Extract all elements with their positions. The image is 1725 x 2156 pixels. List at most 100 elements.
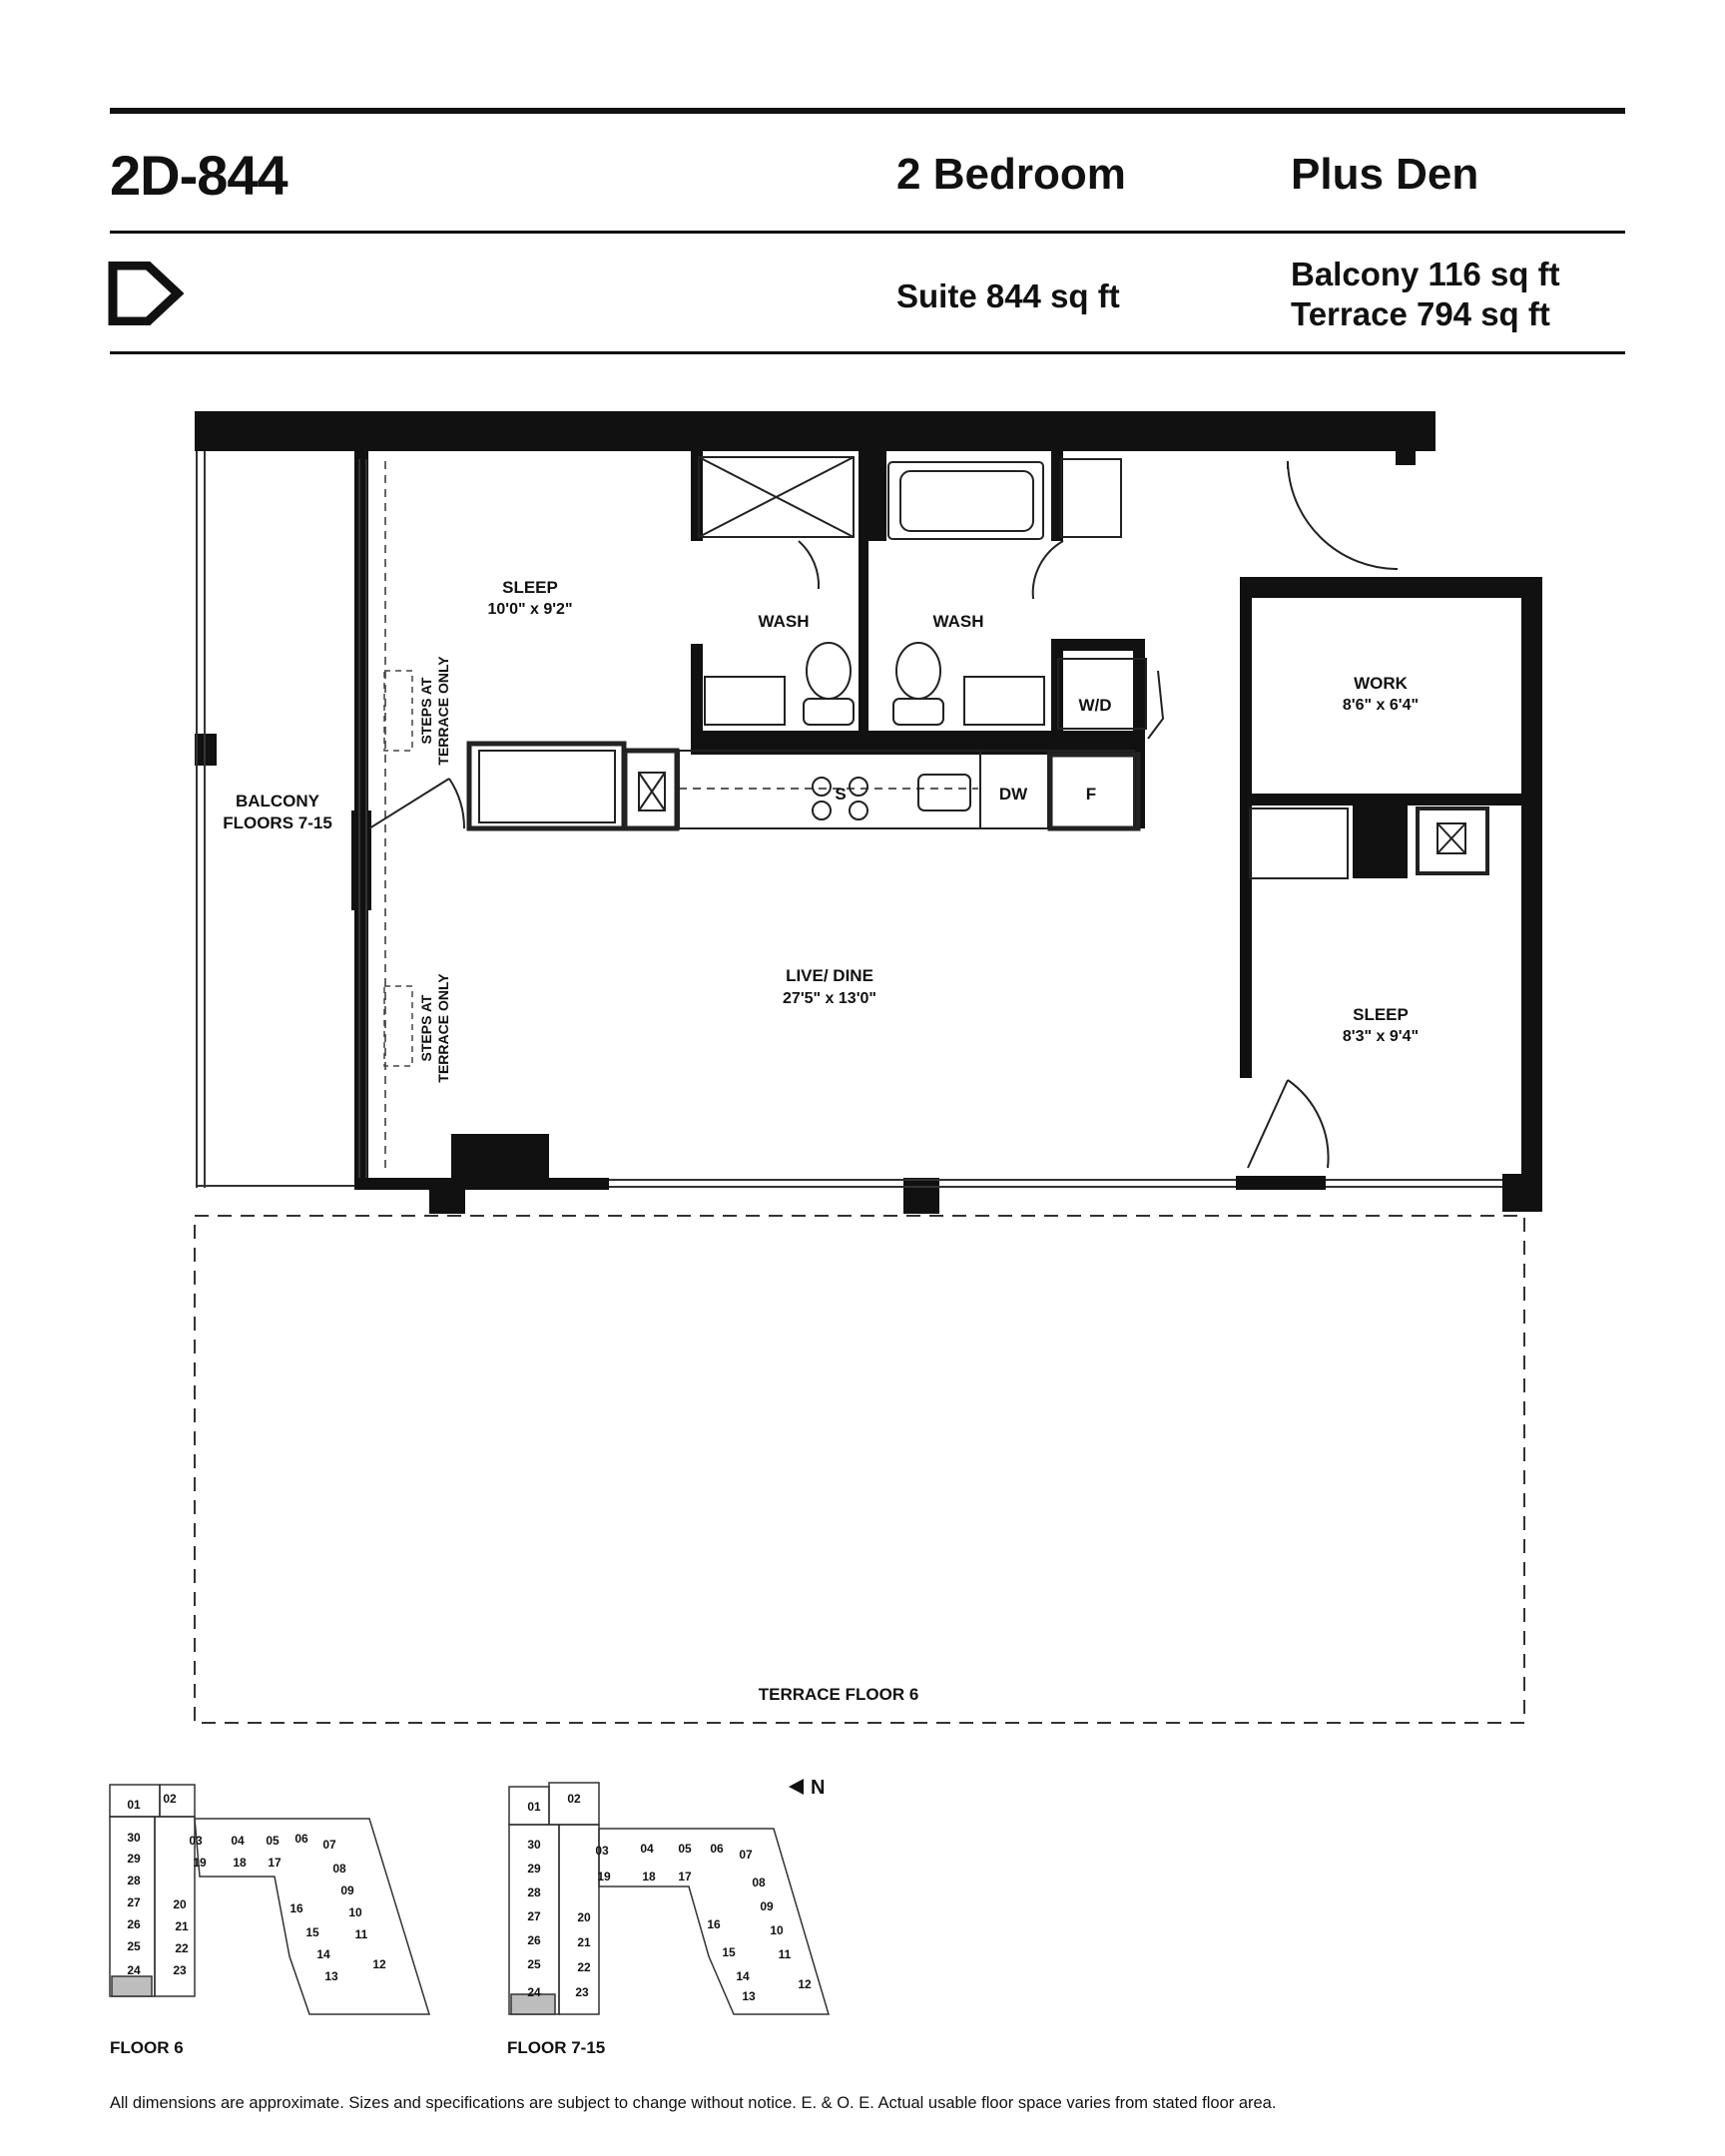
unit-24-highlight-floor7 [510, 1993, 556, 2015]
dishwasher-label: DW [999, 785, 1028, 804]
floor-plan: SLEEP 10'0" x 9'2" WASH WASH W/D WORK 8'… [194, 411, 1542, 1724]
k6-30: 30 [127, 1831, 141, 1845]
exterior-walls [195, 411, 1542, 1214]
k6-15: 15 [305, 1925, 319, 1939]
k7-19: 19 [597, 1870, 611, 1884]
mid-rule [110, 231, 1625, 234]
k7-24: 24 [527, 1985, 541, 1999]
k7-03: 03 [595, 1844, 609, 1858]
k6-06: 06 [294, 1832, 308, 1846]
k7-20: 20 [577, 1910, 591, 1924]
wash2-label: WASH [933, 612, 984, 631]
floor6-key-plan [109, 1784, 431, 2015]
stove-label: S [835, 785, 846, 804]
k6-13: 13 [324, 1969, 338, 1983]
wash1-label: WASH [759, 612, 810, 631]
steps2-line2: TERRACE ONLY [435, 973, 451, 1083]
terrace-area: Terrace 794 sq ft [1291, 295, 1550, 332]
k7-30: 30 [527, 1838, 541, 1852]
unit-code: 2D-844 [110, 144, 288, 207]
key-plans: 01 02 30 29 28 27 26 25 24 23 22 21 20 1… [109, 1777, 831, 2015]
north-indicator: N [789, 1777, 825, 1799]
room-labels: SLEEP 10'0" x 9'2" WASH WASH W/D WORK 8'… [223, 578, 1419, 1704]
k7-16: 16 [707, 1917, 721, 1931]
sleep2-dims: 8'3" x 9'4" [1343, 1028, 1419, 1045]
d-logo-icon [108, 262, 184, 325]
k7-05: 05 [678, 1842, 692, 1856]
k6-14: 14 [316, 1947, 330, 1961]
suite-area: Suite 844 sq ft [896, 277, 1120, 314]
k6-12: 12 [372, 1957, 386, 1971]
k7-02: 02 [567, 1792, 581, 1806]
k7-11: 11 [779, 1947, 792, 1961]
doors [1147, 460, 1399, 1169]
disclaimer: All dimensions are approximate. Sizes an… [110, 2094, 1277, 2112]
k6-02: 02 [163, 1792, 177, 1806]
k6-18: 18 [233, 1856, 247, 1870]
k7-21: 21 [577, 1935, 591, 1949]
k7-18: 18 [642, 1870, 656, 1884]
live-name: LIVE/ DINE [786, 966, 873, 985]
k7-26: 26 [527, 1933, 541, 1947]
k6-22: 22 [175, 1941, 189, 1955]
k7-22: 22 [577, 1960, 591, 1974]
bath-fixtures [698, 456, 1147, 730]
k6-11: 11 [355, 1927, 368, 1941]
live-dims: 27'5" x 13'0" [783, 990, 876, 1007]
k6-01: 01 [127, 1798, 141, 1812]
k7-01: 01 [527, 1800, 541, 1814]
k6-27: 27 [127, 1895, 141, 1909]
k6-04: 04 [231, 1834, 245, 1848]
fridge-label: F [1086, 785, 1096, 804]
wd-label: W/D [1078, 696, 1111, 715]
top-rule [110, 108, 1625, 114]
floor7-key-plan [508, 1782, 831, 2015]
k6-20: 20 [173, 1897, 187, 1911]
unit-labels: 01 02 30 29 28 27 26 25 24 23 22 21 20 1… [127, 1792, 812, 2003]
terrace-label: TERRACE FLOOR 6 [759, 1685, 919, 1704]
k7-15: 15 [722, 1945, 736, 1959]
plus-den: Plus Den [1291, 150, 1479, 199]
k6-07: 07 [322, 1838, 336, 1852]
north-label: N [811, 1777, 825, 1799]
steps1-line1: STEPS AT [418, 677, 434, 744]
kitchen [368, 741, 1489, 879]
balcony-area: Balcony 116 sq ft [1291, 256, 1560, 292]
k7-08: 08 [752, 1876, 766, 1889]
steps-markers [383, 670, 413, 1067]
k6-09: 09 [340, 1884, 354, 1897]
k6-28: 28 [127, 1874, 141, 1887]
bottom-rule [110, 351, 1625, 354]
k7-04: 04 [640, 1842, 654, 1856]
k6-08: 08 [332, 1862, 346, 1876]
k7-07: 07 [739, 1848, 753, 1862]
k6-21: 21 [175, 1919, 189, 1933]
k6-19: 19 [193, 1856, 207, 1870]
steps2-line1: STEPS AT [418, 994, 434, 1061]
k7-09: 09 [760, 1899, 774, 1913]
sleep1-name: SLEEP [502, 578, 558, 597]
k6-05: 05 [266, 1834, 280, 1848]
k7-12: 12 [798, 1977, 812, 1991]
bedroom-count: 2 Bedroom [896, 150, 1126, 199]
balcony-line2: FLOORS 7-15 [223, 813, 332, 832]
k6-26: 26 [127, 1917, 141, 1931]
k6-10: 10 [348, 1905, 362, 1919]
steps1-line2: TERRACE ONLY [435, 656, 451, 766]
sleep2-name: SLEEP [1353, 1005, 1409, 1024]
terrace-outline [194, 1215, 1525, 1724]
k7-17: 17 [678, 1870, 692, 1884]
k7-23: 23 [575, 1985, 589, 1999]
k6-16: 16 [289, 1901, 303, 1915]
work-name: WORK [1354, 674, 1409, 693]
k6-25: 25 [127, 1939, 141, 1953]
k6-03: 03 [189, 1834, 203, 1848]
sleep1-dims: 10'0" x 9'2" [487, 601, 572, 618]
k7-29: 29 [527, 1862, 541, 1876]
floor6-label: FLOOR 6 [110, 2038, 184, 2057]
floor7-label: FLOOR 7-15 [507, 2038, 606, 2057]
k7-28: 28 [527, 1886, 541, 1899]
k6-24: 24 [127, 1963, 141, 1977]
steps-label-top: STEPS AT TERRACE ONLY [418, 656, 451, 766]
balcony-line1: BALCONY [236, 792, 320, 810]
